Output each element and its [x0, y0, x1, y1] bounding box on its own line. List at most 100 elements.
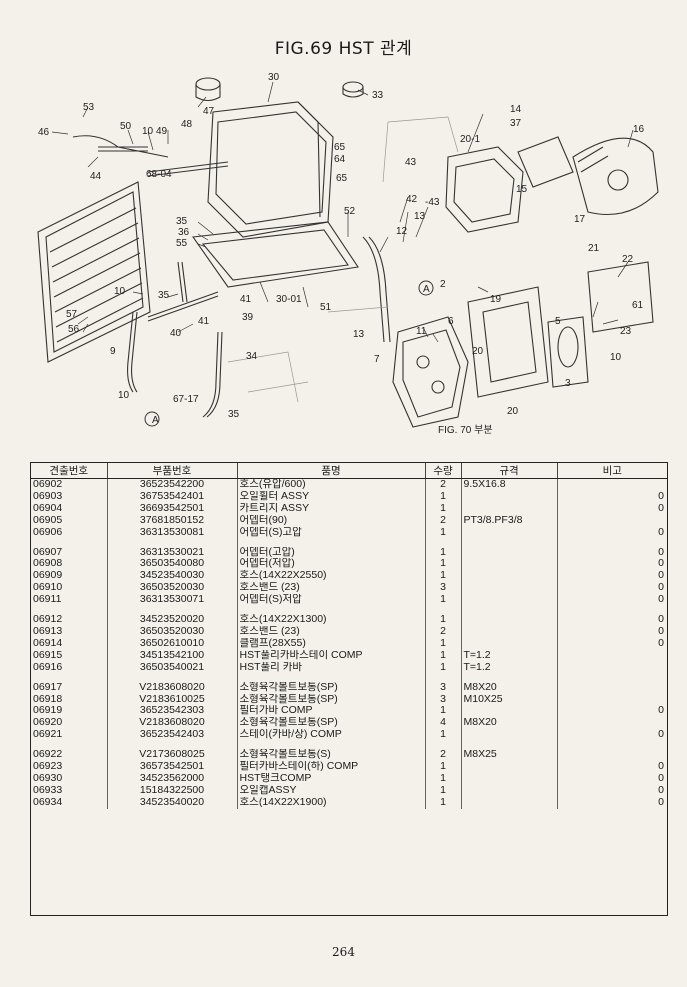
spacer-cell	[107, 606, 238, 615]
cell-remarks	[557, 650, 667, 662]
cell-index-no: 06914	[31, 637, 108, 650]
cell-part-no: 36313530071	[107, 594, 238, 607]
callout-label: 48	[181, 119, 193, 130]
cell-part-name: 필터카바스테이(하) COMP	[237, 761, 426, 773]
cell-remarks: 0	[658, 729, 664, 741]
cell-part-no: 34523562000	[107, 772, 238, 785]
cell-index-no: 06910	[31, 582, 108, 595]
cell-part-name: 호스(유압/600)	[237, 478, 426, 491]
cell-remarks: 0	[658, 490, 664, 502]
cell-remarks: 0	[658, 705, 664, 717]
cell-part-name: 어뎁터(90)	[237, 514, 426, 527]
cell-spec: M8X20	[461, 681, 558, 694]
cell-spec: M8X20	[461, 717, 558, 730]
cell-index-no: 06902	[31, 478, 108, 491]
callout-label: 22	[622, 254, 634, 265]
col-header-part-name: 품명	[237, 463, 426, 479]
callout-label: 39	[242, 312, 254, 323]
spacer-cell	[107, 741, 238, 750]
row-group-spacer	[31, 741, 667, 750]
callout-label: 23	[620, 326, 632, 337]
callout-label: 19	[490, 294, 502, 305]
cell-quantity: 1	[425, 490, 462, 503]
cell-index-no: 06909	[31, 570, 108, 583]
cell-remarks: 0	[658, 546, 664, 558]
callout-label: 56	[68, 324, 80, 335]
cell-quantity: 1	[425, 637, 462, 650]
cell-part-name: 필터가바 COMP	[237, 705, 426, 718]
leader-lines	[51, 81, 634, 343]
cell-spec: PT3/8.PF3/8	[461, 514, 558, 527]
spacer-cell	[557, 539, 667, 547]
cell-index-no: 06916	[31, 661, 108, 674]
callout-label: 37	[510, 118, 522, 129]
callout-label: 52	[344, 206, 356, 217]
cell-spec: T=1.2	[461, 649, 558, 662]
spacer-cell	[31, 538, 108, 547]
callout-label: FIG. 70 부분	[438, 424, 493, 436]
callout-label: 50	[120, 121, 132, 132]
spacer-cell	[557, 741, 667, 749]
callout-label: 35	[158, 290, 170, 301]
cell-index-no: 06903	[31, 490, 108, 503]
cell-part-name: 호스(14X22X2550)	[237, 570, 426, 583]
cell-index-no: 06913	[31, 625, 108, 638]
callout-label: 44	[90, 171, 102, 182]
cell-part-no: V2183610025	[107, 693, 238, 706]
cell-part-name: 클램프(28X55)	[237, 637, 426, 650]
page-title: FIG.69 HST 관계	[274, 39, 413, 59]
callout-label: 41	[198, 316, 210, 327]
cell-part-name: 호스(14X22X1300)	[237, 614, 426, 626]
oil-cooler-drawing	[37, 181, 151, 363]
spacer-cell	[237, 673, 426, 682]
cell-quantity: 1	[425, 761, 462, 773]
cell-remarks: 0	[658, 558, 664, 570]
cell-spec	[461, 526, 558, 539]
cell-remarks: 0	[658, 796, 664, 808]
cell-quantity: 1	[425, 546, 462, 559]
cell-part-name: 스테이(카바/상) COMP	[237, 729, 426, 742]
spacer-cell	[425, 606, 462, 615]
cell-part-name: 소형육각볼트보통(S)	[237, 749, 426, 762]
callout-label: 49	[156, 126, 168, 137]
callout-label: 13	[414, 211, 426, 222]
cell-part-no: 36523542303	[107, 705, 238, 718]
cell-part-name: 오일캡ASSY	[237, 784, 426, 797]
cell-quantity: 2	[425, 514, 462, 527]
spacer-cell	[237, 606, 426, 615]
callout-label: 42	[406, 194, 418, 205]
cell-quantity: 4	[425, 717, 462, 730]
callout-label: 21	[588, 243, 600, 254]
cell-part-name: 소형육각볼트보통(SP)	[237, 717, 426, 730]
callout-label: 15	[516, 184, 528, 195]
cell-remarks: 0	[658, 502, 664, 514]
callout-label: 17	[574, 214, 586, 225]
cell-spec	[461, 637, 558, 650]
cell-quantity: 1	[425, 526, 462, 539]
cell-spec	[461, 614, 558, 626]
cell-remarks: 0	[658, 784, 664, 796]
cell-quantity: 3	[425, 693, 462, 706]
cell-part-no: 15184322500	[107, 784, 238, 797]
callout-label: 20-1	[460, 134, 480, 145]
callout-label: 55	[176, 238, 188, 249]
cell-index-no: 06908	[31, 558, 108, 571]
cell-index-no: 06911	[31, 594, 108, 607]
callout-label: 46	[38, 127, 50, 138]
cell-part-name: HST풀리카바스테이 COMP	[237, 649, 426, 662]
cell-part-name: 소형육각볼트보통(SP)	[237, 681, 426, 694]
cell-remarks: 0	[658, 614, 664, 626]
cell-part-name: HST풀리 카바	[237, 661, 426, 674]
cell-quantity: 1	[425, 772, 462, 785]
cell-part-no: 36693542501	[107, 502, 238, 515]
callout-label: 30	[268, 72, 280, 83]
